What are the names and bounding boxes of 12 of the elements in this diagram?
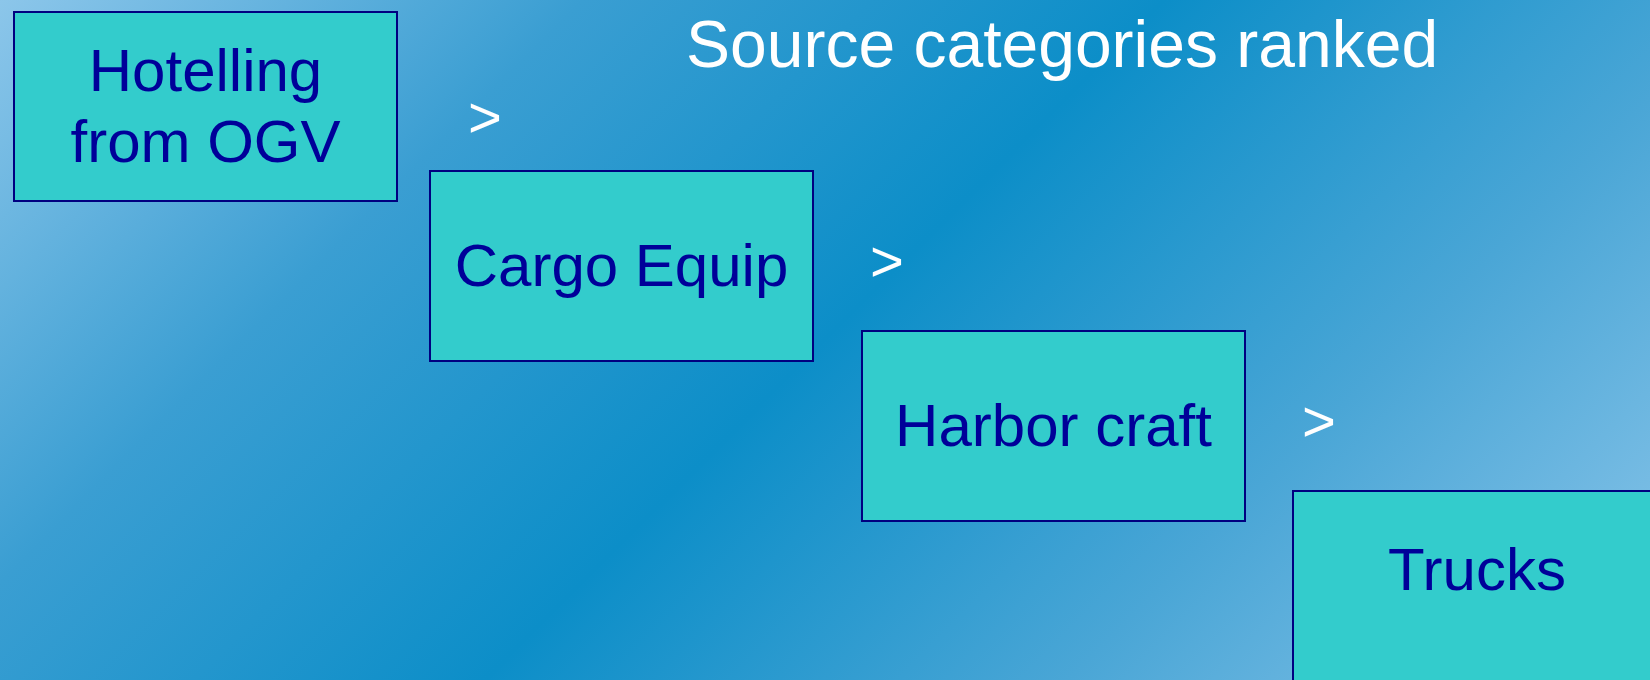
greater-than-sign: > bbox=[870, 232, 904, 290]
greater-than-sign: > bbox=[1302, 392, 1336, 450]
category-box bbox=[861, 330, 1246, 522]
category-label: Cargo Equip bbox=[454, 230, 789, 301]
category-label: Trucks bbox=[1388, 534, 1566, 605]
category-box bbox=[429, 170, 814, 362]
slide-title: Source categories ranked bbox=[686, 6, 1439, 82]
category-box bbox=[13, 11, 398, 202]
greater-than-sign: > bbox=[468, 88, 502, 146]
category-label: Hotelling from OGV bbox=[69, 35, 342, 177]
category-label: Harbor craft bbox=[895, 390, 1212, 461]
category-box bbox=[1292, 490, 1650, 680]
